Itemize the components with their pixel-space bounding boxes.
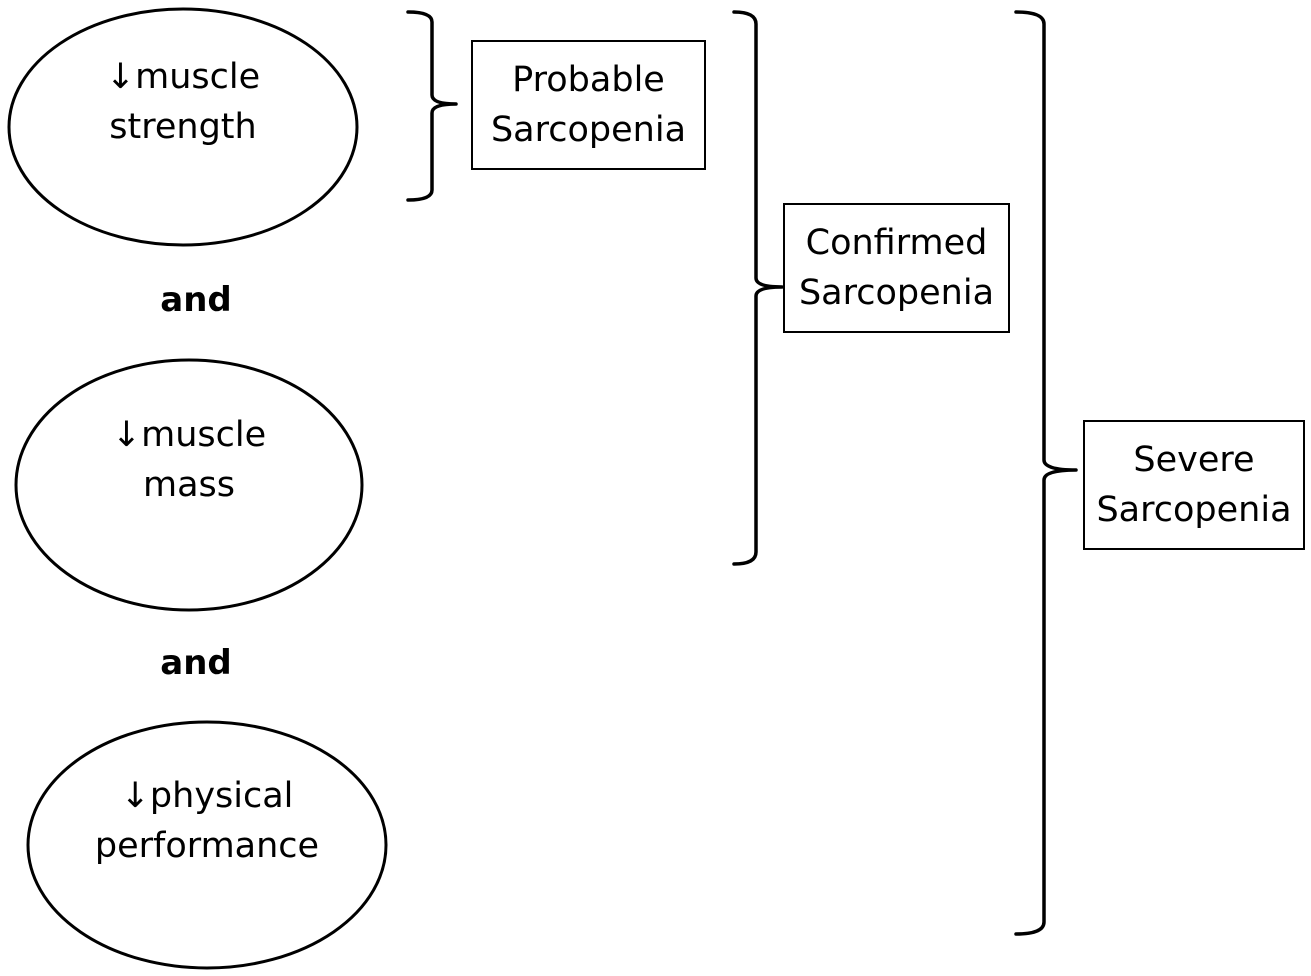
stage-label-severe: Severe Sarcopenia — [1083, 435, 1305, 535]
stage-label-probable: Probable Sarcopenia — [471, 55, 706, 155]
criterion-ellipse-mass — [14, 358, 364, 612]
criterion-label-performance: ↓physical performance — [57, 771, 357, 871]
stage-box-probable — [471, 40, 706, 170]
criterion-strength-line1: ↓muscle — [105, 57, 261, 97]
bracket-confirmed — [732, 10, 784, 566]
stage-box-severe — [1083, 420, 1305, 550]
stage-confirmed-line2: Sarcopenia — [798, 273, 995, 313]
criterion-mass-line1: ↓muscle — [111, 415, 267, 455]
criterion-performance-line1: ↓physical — [120, 776, 294, 816]
criterion-mass-line2: mass — [142, 465, 235, 505]
criterion-ellipse-strength — [7, 7, 359, 247]
stage-probable-line2: Sarcopenia — [490, 110, 687, 150]
stage-severe-line1: Severe — [1133, 440, 1255, 480]
connector-and-2: and — [160, 643, 232, 683]
bracket-severe — [1014, 10, 1078, 936]
criterion-label-strength: ↓muscle strength — [40, 52, 326, 152]
bracket-probable — [406, 10, 458, 202]
criterion-ellipse-performance — [26, 720, 388, 970]
criterion-label-mass: ↓muscle mass — [46, 410, 332, 510]
criterion-performance-line2: performance — [94, 826, 320, 866]
connector-and-1: and — [160, 280, 232, 320]
stage-probable-line1: Probable — [512, 60, 665, 100]
stage-confirmed-line1: Confirmed — [805, 223, 988, 263]
stage-box-confirmed — [783, 203, 1010, 333]
stage-severe-line2: Sarcopenia — [1096, 490, 1292, 530]
stage-label-confirmed: Confirmed Sarcopenia — [783, 218, 1010, 318]
criterion-strength-line2: strength — [109, 107, 257, 147]
